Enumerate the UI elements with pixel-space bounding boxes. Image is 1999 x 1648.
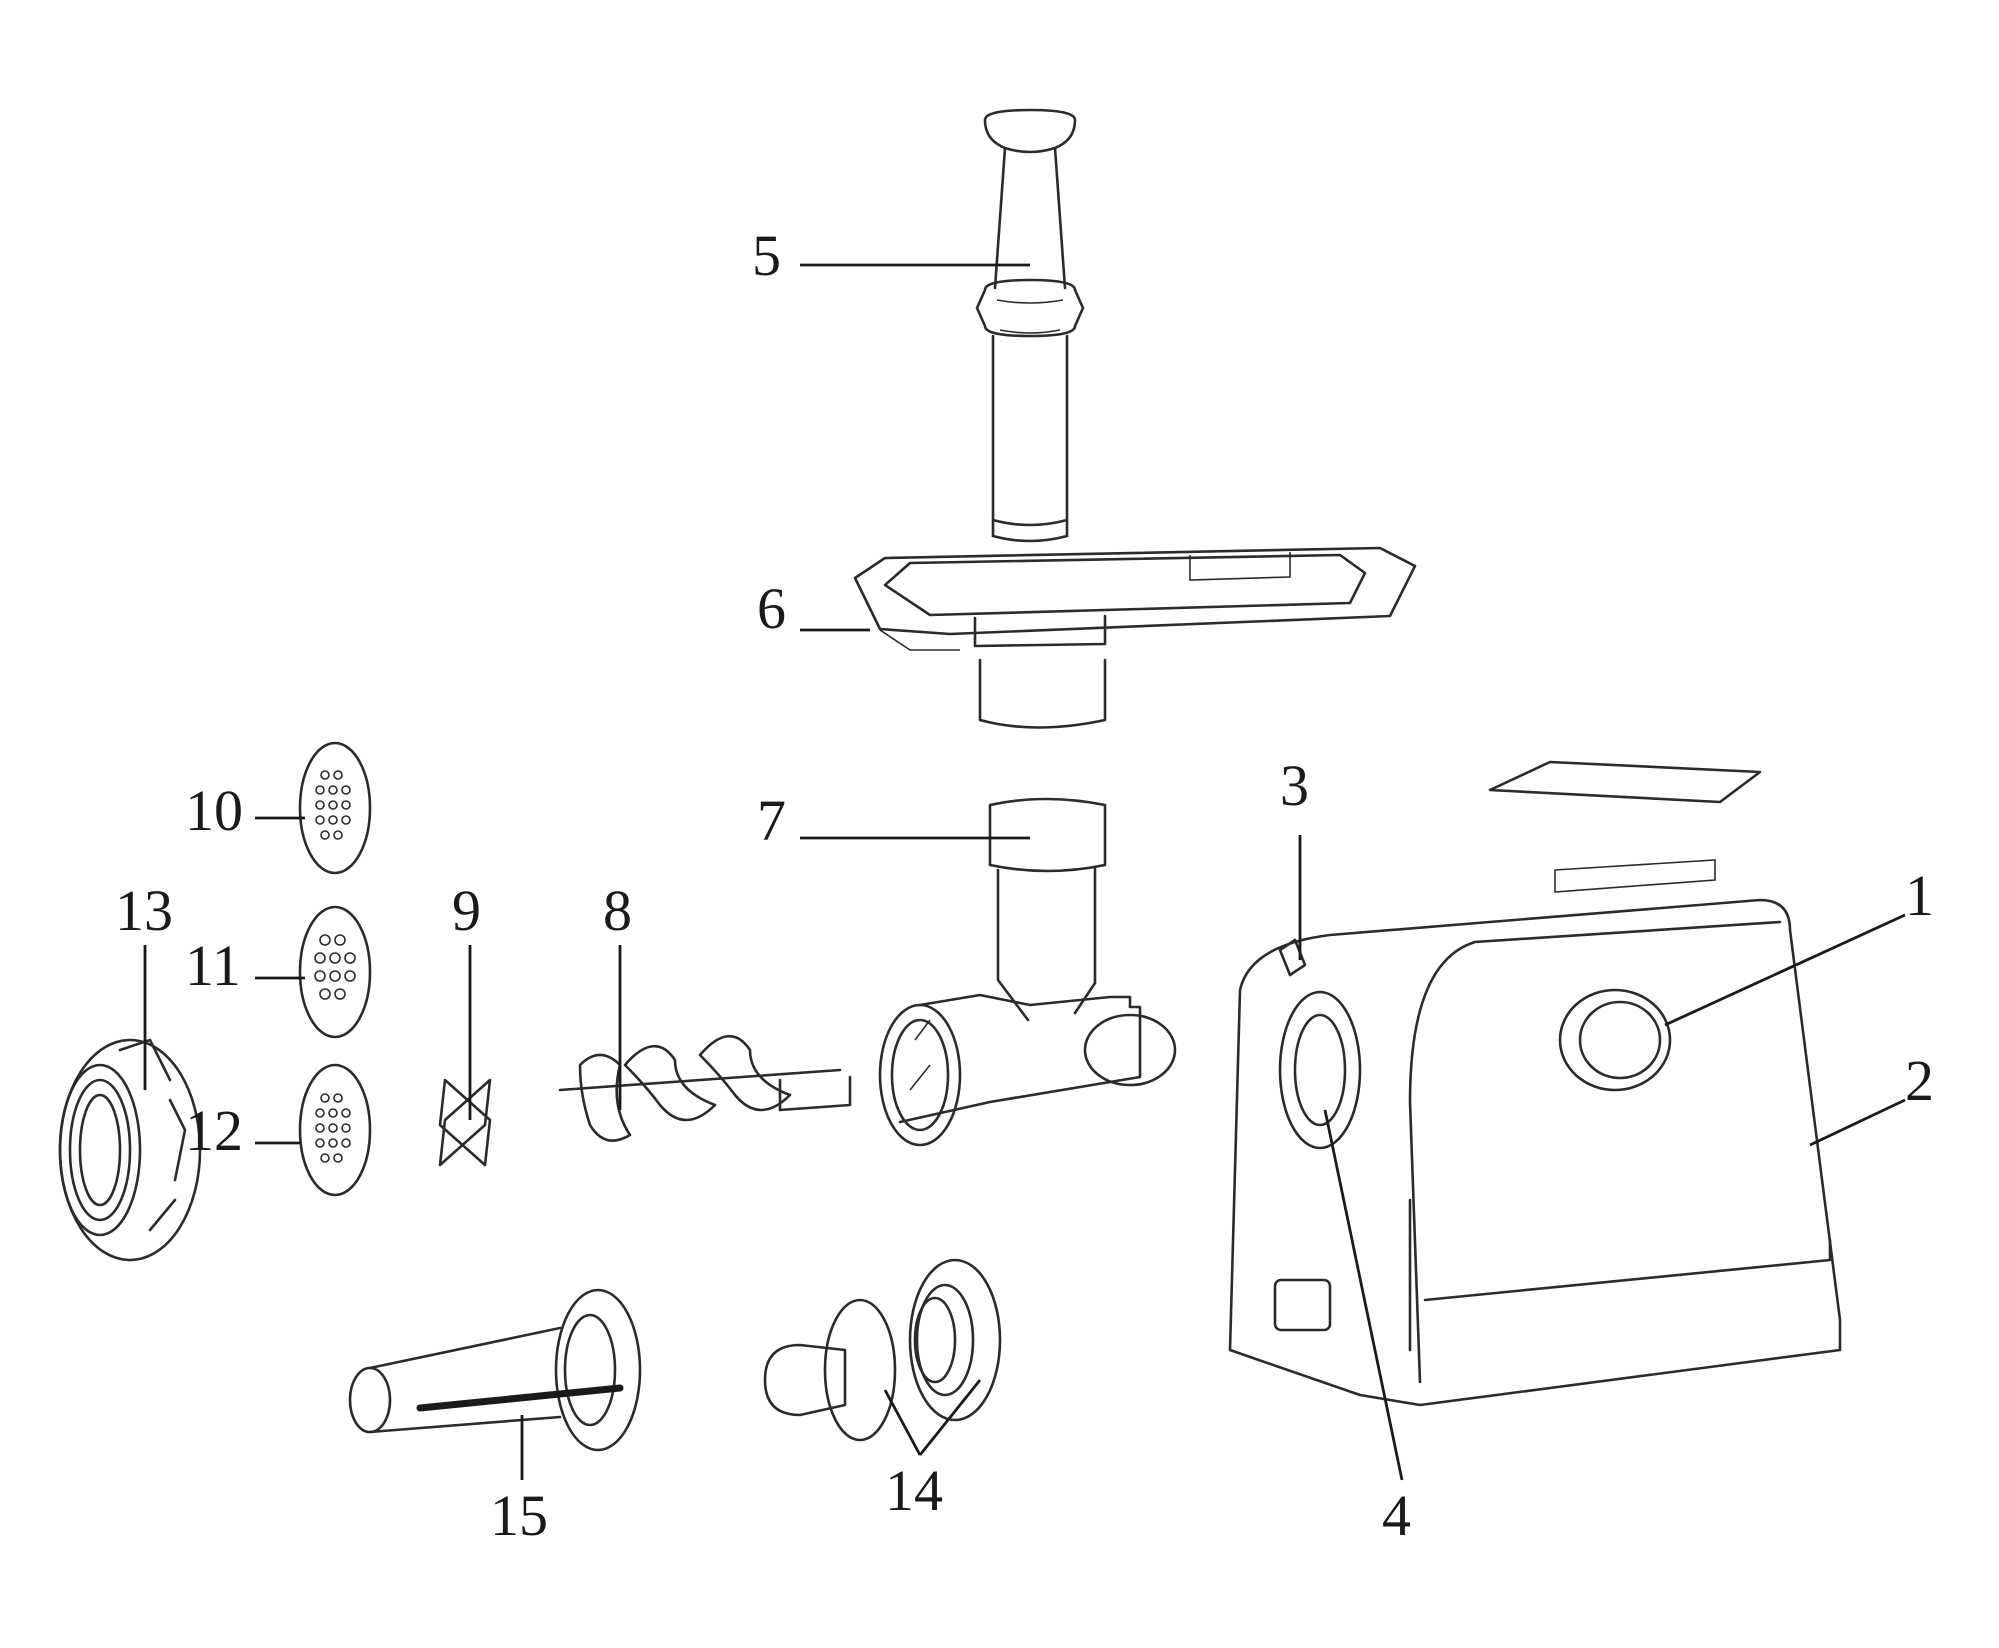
label-2: 2 [1905,1048,1934,1113]
label-8: 8 [603,878,632,943]
leader-lines [143,263,1906,1481]
label-9: 9 [452,878,481,943]
label-11: 11 [185,933,241,998]
sausage-horn-part [348,1288,642,1452]
leader-14 [883,1379,982,1456]
plate-10 [298,741,372,875]
grinder-head-part [878,797,1177,1147]
label-4: 4 [1382,1483,1411,1548]
motor-housing-part [1228,760,1842,1407]
leader-4 [1323,1109,1404,1481]
label-13: 13 [115,878,173,943]
plate-11 [298,905,372,1039]
label-5: 5 [752,223,781,288]
label-7: 7 [757,788,786,853]
label-12: 12 [185,1098,243,1163]
leader-2 [1809,1098,1906,1147]
auger-part [558,1034,852,1142]
blade-part [438,1078,492,1167]
label-15: 15 [490,1483,548,1548]
label-3: 3 [1280,753,1309,818]
kibbe-attachment-part [763,1258,1002,1442]
leader-1 [1664,913,1906,1027]
part-number-labels: 5 6 7 8 9 10 11 12 13 14 15 3 4 1 2 [115,223,1934,1548]
ring-nut-part [58,1038,202,1262]
label-10: 10 [185,778,243,843]
pusher-part [975,108,1085,543]
label-6: 6 [757,576,786,641]
label-14: 14 [885,1458,943,1523]
tray-part [853,546,1417,729]
label-1: 1 [1905,863,1934,928]
plate-12 [298,1063,372,1197]
